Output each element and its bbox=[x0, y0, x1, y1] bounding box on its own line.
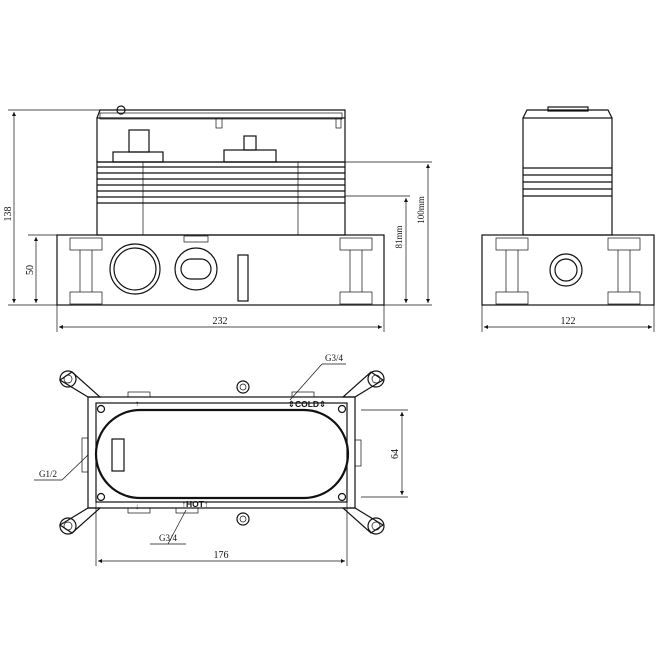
front-view bbox=[56, 105, 385, 306]
dim-bottom-width: 176 bbox=[214, 550, 229, 561]
cold-label: ⇕COLD⇕ bbox=[288, 399, 326, 409]
top-dimensions: G3/4 G3/4 G1/2 64 176 bbox=[34, 353, 408, 566]
dim-base-height: 50 bbox=[25, 265, 36, 275]
dim-100: 100mm bbox=[416, 196, 426, 224]
callout-side-thread: G1/2 bbox=[39, 469, 57, 479]
front-ribs bbox=[97, 166, 345, 204]
top-view: ↑ ↓ ⇕COLD⇕ ↑HOT↑ bbox=[58, 370, 385, 535]
dim-side-width: 122 bbox=[561, 316, 576, 327]
dim-overall-width: 232 bbox=[213, 316, 228, 327]
dim-overall-height: 138 bbox=[3, 207, 14, 222]
down-arrow-icon: ↓ bbox=[135, 502, 139, 511]
hot-label: ↑HOT↑ bbox=[182, 499, 208, 509]
dim-port-spacing: 64 bbox=[390, 449, 401, 459]
side-view bbox=[481, 106, 655, 306]
callout-cold-thread: G3/4 bbox=[325, 353, 344, 363]
up-arrow-icon: ↑ bbox=[135, 399, 139, 408]
callout-hot-thread: G3/4 bbox=[159, 533, 178, 543]
dim-81: 81mm bbox=[394, 225, 404, 248]
side-dimensions: 122 bbox=[481, 305, 655, 332]
front-dimensions: 138 50 81mm 100mm 232 bbox=[3, 109, 432, 332]
